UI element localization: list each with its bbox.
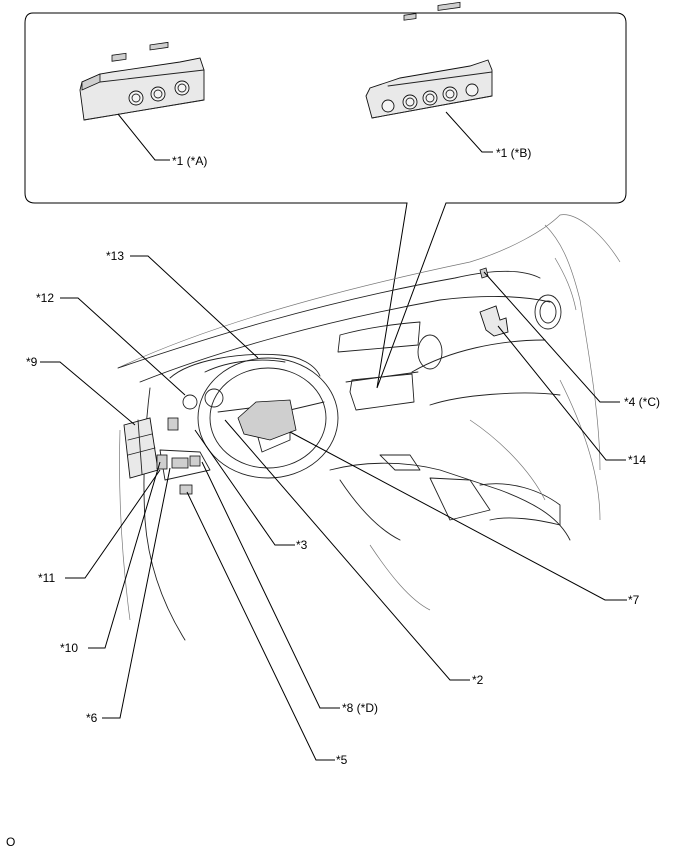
inset-callout: [24, 12, 627, 389]
leader-lines: [40, 255, 627, 761]
leader-10: [88, 461, 161, 649]
leader-7: [289, 431, 627, 601]
climate-control-panel-a: [79, 41, 205, 161]
footer-code: O: [6, 835, 15, 849]
label-1a: *1 (*A): [172, 154, 207, 168]
label-14: *14: [628, 453, 646, 467]
leader-3: [194, 429, 295, 546]
leader-14: [497, 325, 626, 461]
label-6: *6: [86, 711, 98, 725]
leader-5: [186, 491, 335, 761]
label-3: *3: [296, 538, 308, 552]
label-12: *12: [36, 291, 54, 305]
label-2: *2: [472, 673, 484, 687]
leader-11: [65, 469, 161, 579]
climate-control-panel-b: [365, 1, 493, 153]
label-10: *10: [60, 641, 78, 655]
label-5: *5: [336, 753, 348, 767]
label-1b: *1 (*B): [496, 146, 531, 160]
label-4: *4 (*C): [624, 395, 660, 409]
leader-9: [40, 361, 136, 426]
leader-12: [60, 297, 186, 396]
label-9: *9: [26, 355, 38, 369]
label-8: *8 (*D): [342, 701, 378, 715]
leader-6: [102, 467, 171, 719]
leader-2: [224, 419, 470, 681]
callout-labels: *1 (*A) *1 (*B) *13 *12 *9 *4 (*C) *14 *…: [6, 146, 660, 849]
label-13: *13: [106, 249, 124, 263]
label-7: *7: [628, 593, 640, 607]
leader-13: [130, 255, 259, 359]
label-11: *11: [38, 571, 55, 585]
leader-8: [201, 461, 340, 709]
dashboard-illustration: [117, 214, 621, 641]
leader-4: [483, 271, 620, 403]
